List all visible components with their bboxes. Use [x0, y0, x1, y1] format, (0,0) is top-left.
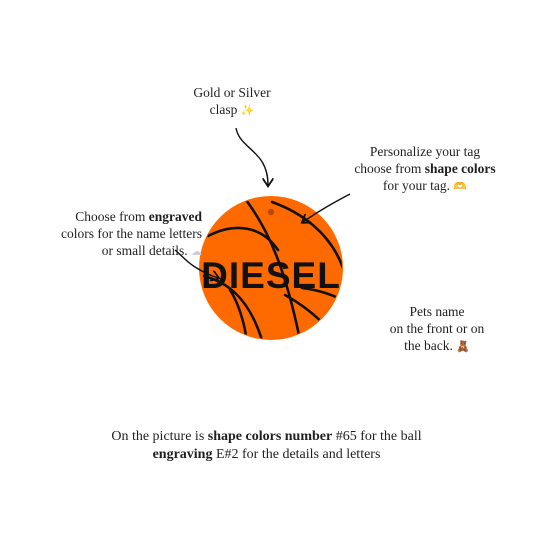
shape-line2-bold: shape colors: [424, 161, 496, 176]
pets-line3: the back.: [404, 338, 453, 353]
shape-line1: Personalize your tag: [369, 144, 481, 159]
shape-line3: for your tag.: [382, 178, 451, 193]
pets-line2: on the front or on: [389, 321, 485, 336]
clasp-hole: [267, 208, 275, 216]
caption-line2-bold: engraving: [152, 447, 213, 462]
tag-name: DIESEL: [201, 255, 341, 296]
clasp-line2: clasp: [209, 102, 238, 117]
pets-note: Pets name on the front or on the back. 🧸: [372, 303, 502, 355]
teddy-bear-icon: 🧸: [456, 340, 470, 353]
shape-arrow: [303, 193, 351, 222]
clasp-line1: Gold or Silver: [193, 85, 271, 100]
caption-line1-post: #65 for the ball: [332, 429, 422, 444]
engrave-line3: or small details.: [101, 243, 188, 258]
ball-body: [199, 196, 343, 340]
caption-line2-post: E#2 for the details and letters: [212, 447, 381, 462]
cloud-icon: ☁: [191, 245, 202, 258]
basketball-tag: DIESEL: [199, 196, 343, 340]
caption-line1-pre: On the picture is: [111, 429, 208, 444]
engrave-arrow: [174, 249, 218, 278]
shape-note: Personalize your tag choose from shape c…: [330, 143, 520, 195]
clasp-arrow: [235, 127, 268, 185]
shape-line2-pre: choose from: [354, 161, 425, 176]
caption-line1-bold: shape colors number: [207, 429, 333, 444]
engrave-line1-bold: engraved: [148, 209, 202, 224]
engrave-note: Choose from engraved colors for the name…: [20, 208, 202, 260]
heart-hands-icon: 🫶: [453, 180, 468, 193]
engrave-line1-pre: Choose from: [75, 209, 149, 224]
sparkles-icon: ✨: [240, 104, 255, 117]
clasp-note: Gold or Silver clasp ✨: [170, 84, 294, 119]
engrave-line2: colors for the name letters: [61, 226, 202, 241]
caption: On the picture is shape colors number #6…: [40, 428, 493, 464]
pets-line1: Pets name: [409, 304, 465, 319]
